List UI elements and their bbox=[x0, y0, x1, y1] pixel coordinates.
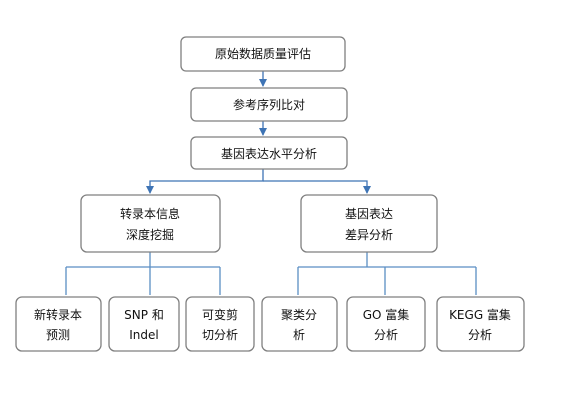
node-transcript-mining-line1: 转录本信息 bbox=[120, 206, 180, 221]
node-clustering: 聚类分 析 bbox=[261, 296, 338, 352]
node-snp-indel-line1: SNP 和 bbox=[124, 308, 164, 322]
node-quality-assessment: 原始数据质量评估 bbox=[180, 36, 346, 72]
node-quality-assessment-label: 原始数据质量评估 bbox=[215, 46, 311, 61]
connector-diff-children bbox=[297, 252, 477, 295]
arrow-expr-to-mining bbox=[146, 169, 264, 194]
node-snp-indel: SNP 和 Indel bbox=[108, 296, 180, 352]
node-alternative-splicing: 可变剪 切分析 bbox=[185, 296, 255, 352]
node-go-enrichment-line1: GO 富集 bbox=[363, 307, 410, 322]
connector-mining-children bbox=[65, 252, 221, 295]
node-alternative-splicing-line1: 可变剪 bbox=[202, 307, 238, 322]
node-go-enrichment: GO 富集 分析 bbox=[346, 296, 426, 352]
node-novel-transcript: 新转录本 预测 bbox=[15, 296, 102, 352]
node-expression-analysis-label: 基因表达水平分析 bbox=[221, 147, 317, 161]
node-reference-alignment-label: 参考序列比对 bbox=[233, 97, 305, 112]
node-novel-transcript-line1: 新转录本 bbox=[34, 307, 82, 322]
node-transcript-mining: 转录本信息 深度挖掘 bbox=[80, 194, 221, 253]
node-differential-expression: 基因表达 差异分析 bbox=[300, 194, 438, 253]
node-novel-transcript-line2: 预测 bbox=[46, 328, 70, 342]
node-transcript-mining-line2: 深度挖掘 bbox=[126, 227, 174, 242]
arrow-expr-to-diff bbox=[263, 180, 371, 194]
node-snp-indel-line2: Indel bbox=[129, 328, 158, 342]
node-kegg-enrichment: KEGG 富集 分析 bbox=[436, 296, 525, 352]
node-differential-expression-line1: 基因表达 bbox=[345, 207, 393, 221]
node-go-enrichment-line2: 分析 bbox=[374, 328, 398, 342]
node-expression-analysis: 基因表达水平分析 bbox=[190, 136, 348, 170]
node-alternative-splicing-line2: 切分析 bbox=[202, 328, 238, 342]
node-kegg-enrichment-line2: 分析 bbox=[468, 328, 492, 342]
node-kegg-enrichment-line1: KEGG 富集 bbox=[449, 307, 511, 322]
node-reference-alignment: 参考序列比对 bbox=[190, 87, 348, 122]
node-differential-expression-line2: 差异分析 bbox=[345, 228, 393, 242]
node-clustering-line2: 析 bbox=[293, 328, 305, 342]
node-clustering-line1: 聚类分 bbox=[281, 308, 317, 322]
